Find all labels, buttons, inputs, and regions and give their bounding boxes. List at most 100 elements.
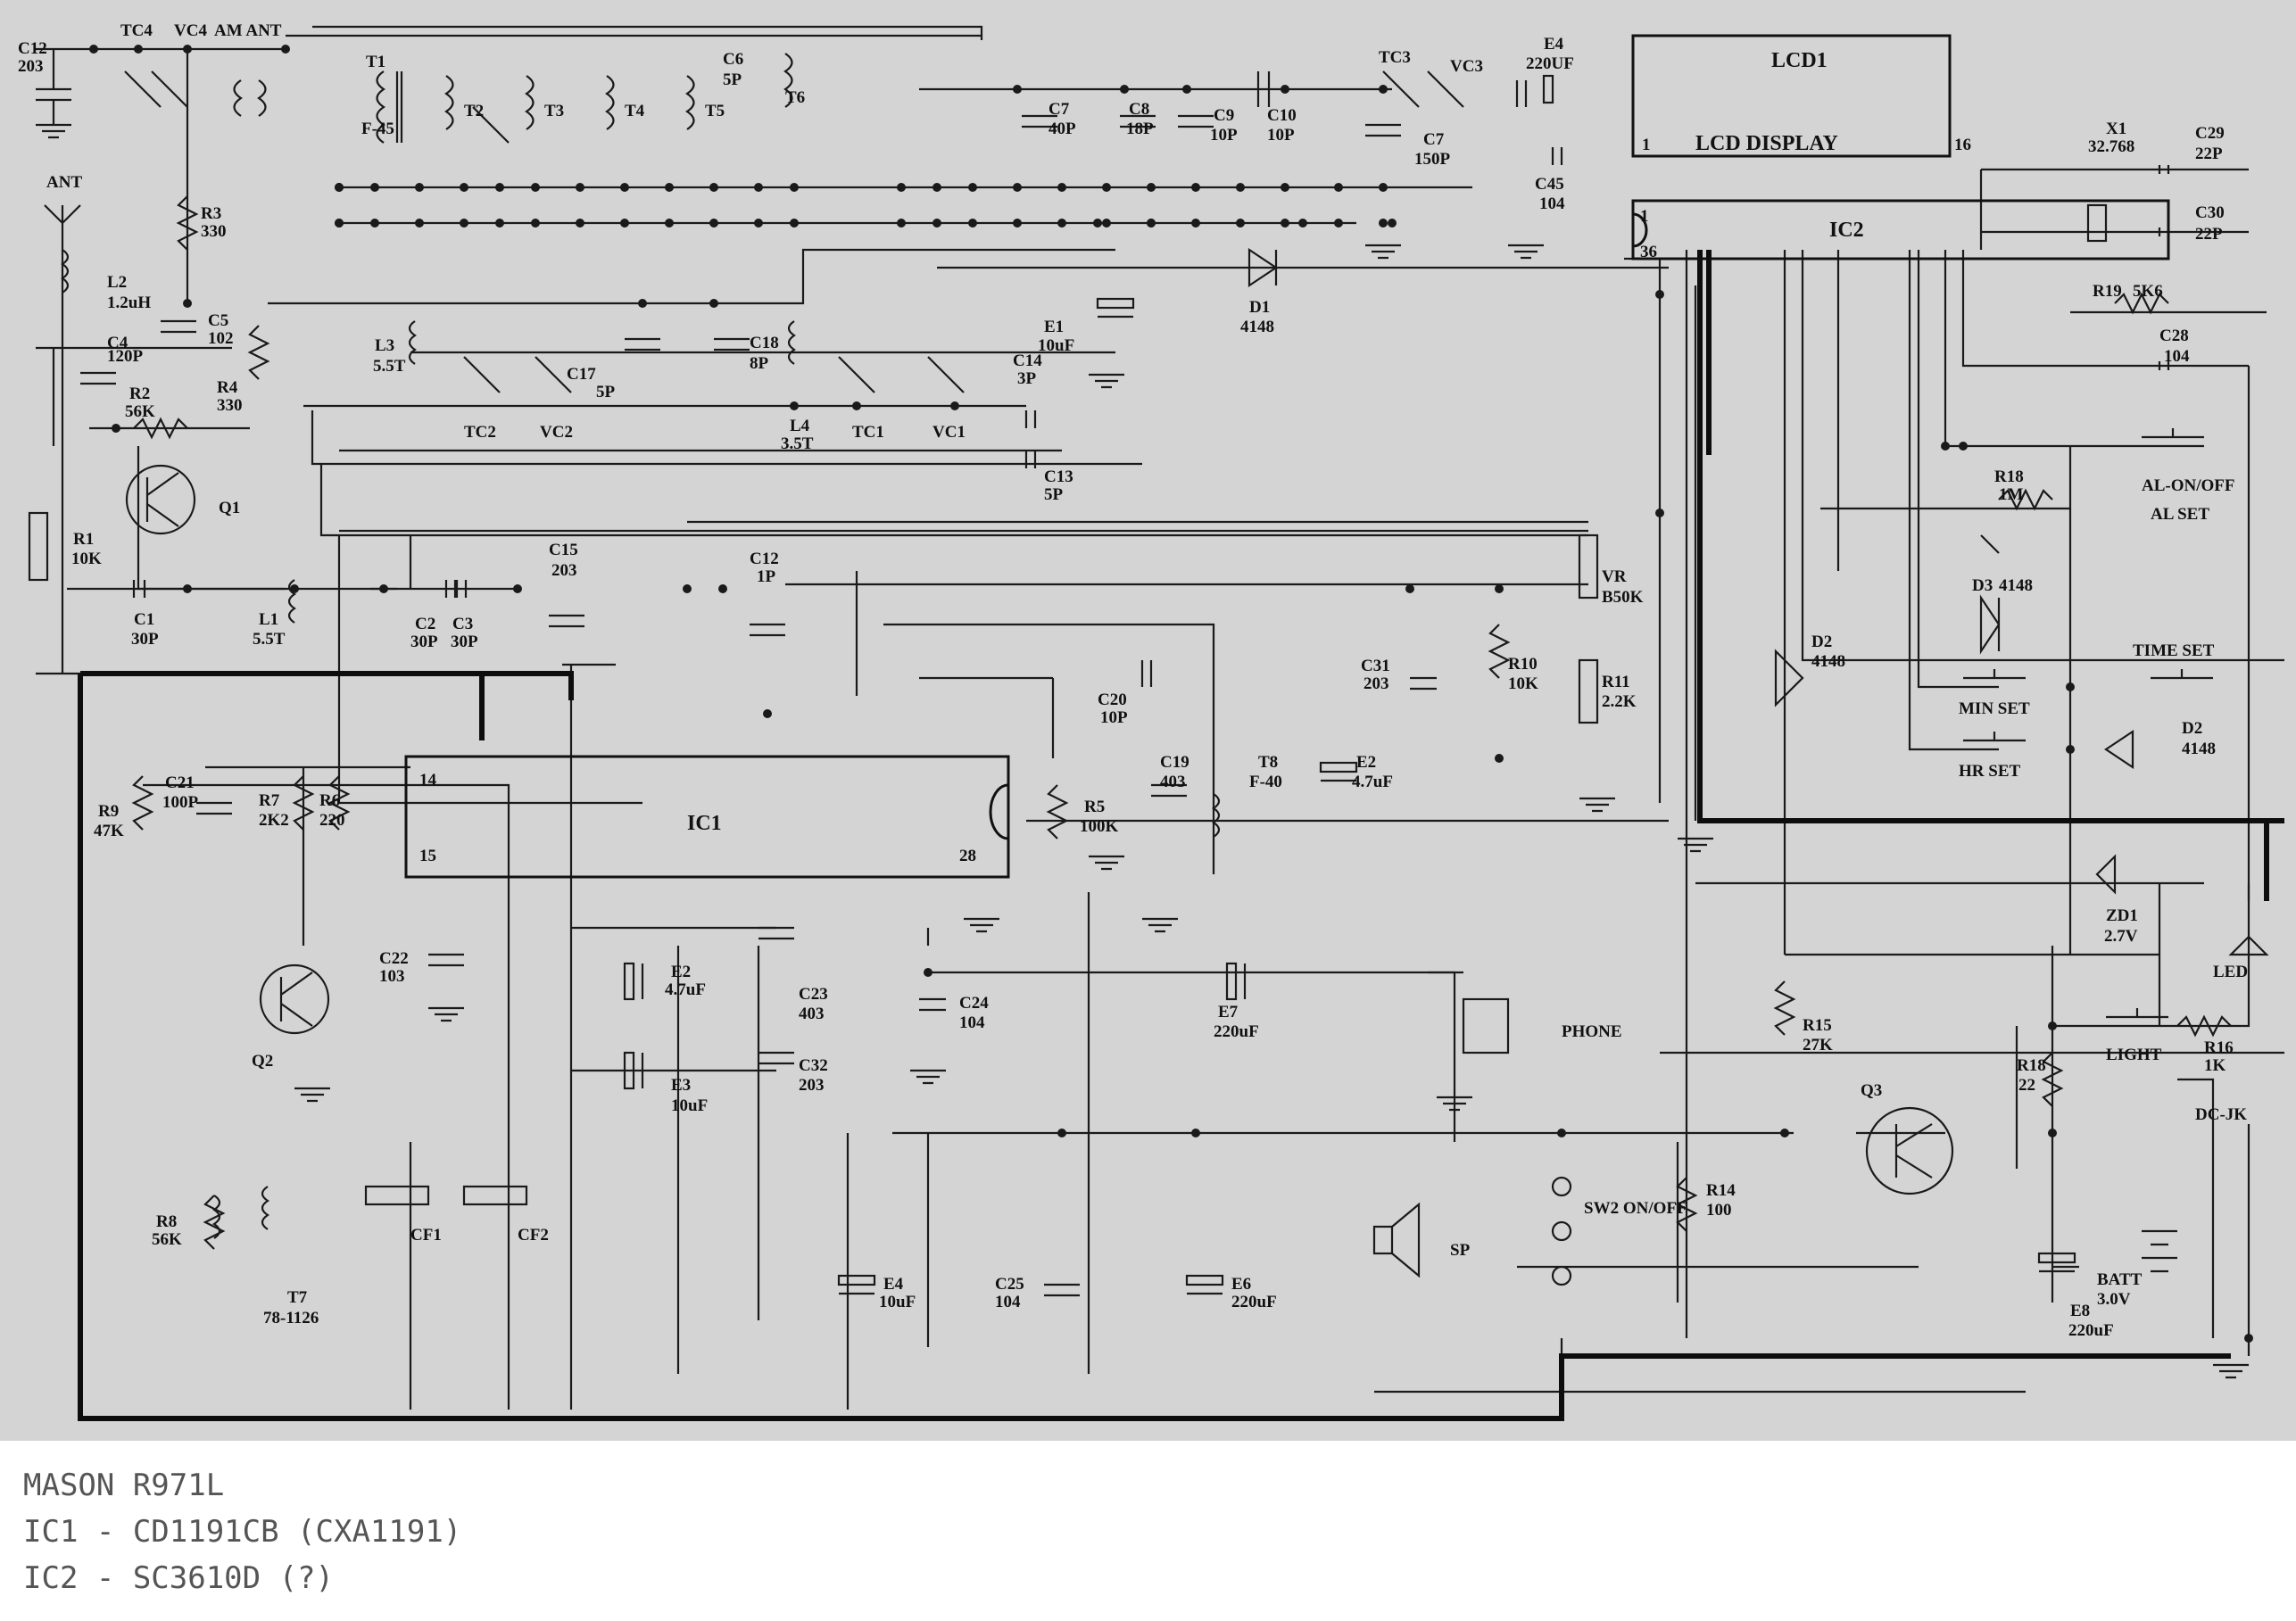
value-c7b: 150P (1414, 150, 1451, 169)
label-x1: X1 (2106, 120, 2126, 138)
label-c22: C22 (379, 949, 409, 968)
value-c30: 22P (2195, 225, 2223, 244)
label-phone: PHONE (1562, 1022, 1622, 1041)
value-vr: B50K (1602, 588, 1644, 607)
value-r3: 330 (201, 222, 227, 241)
label-ant: ANT (46, 173, 82, 192)
label-c18: C18 (750, 334, 779, 352)
ic2-pin36: 36 (1640, 243, 1657, 261)
value-e2a: 4.7uF (665, 980, 706, 999)
value-d2a: 4148 (1811, 652, 1845, 671)
label-r18b: R18 (2017, 1056, 2046, 1075)
label-c45: C45 (1535, 175, 1564, 194)
label-t1: T1 (366, 53, 385, 71)
value-r11: 2.2K (1602, 692, 1637, 711)
label-c5: C5 (208, 311, 228, 330)
value-d2b: 4148 (2182, 740, 2216, 758)
value-c13: 5P (1044, 485, 1064, 504)
value-c31: 203 (1364, 674, 1389, 693)
value-r19: 5K6 (2133, 282, 2163, 301)
label-c8: C8 (1129, 100, 1149, 119)
value-c32: 203 (799, 1076, 825, 1095)
label-c15: C15 (549, 541, 578, 559)
value-e4a: 220UF (1526, 54, 1574, 73)
value-c6: 5P (723, 70, 742, 89)
label-r5: R5 (1084, 798, 1105, 816)
component-labels: IC1 14 15 28 LCD1 LCD DISPLAY 1 16 IC2 1… (18, 21, 2248, 1340)
label-am-ant: AM ANT (214, 21, 282, 40)
label-al-onoff: AL-ON/OFF (2142, 476, 2235, 495)
label-e4a: E4 (1544, 35, 1564, 54)
label-c1: C1 (134, 610, 154, 629)
value-c12a: 203 (18, 57, 44, 76)
label-vc4: VC4 (174, 21, 207, 40)
wires (36, 25, 2284, 1410)
label-c30: C30 (2195, 203, 2225, 222)
label-c12b: C12 (750, 550, 779, 568)
value-e3: 10uF (671, 1096, 708, 1115)
lcd-display-text: LCD DISPLAY (1695, 132, 1838, 155)
label-r11: R11 (1602, 673, 1630, 691)
value-r15: 27K (1803, 1036, 1833, 1054)
label-t5: T5 (705, 102, 725, 120)
value-c23: 403 (799, 1005, 825, 1023)
lcd-title: LCD1 (1771, 49, 1828, 72)
label-r19: R19 (2093, 282, 2122, 301)
label-e6: E6 (1231, 1275, 1251, 1294)
label-e1: E1 (1044, 318, 1064, 336)
label-tc2: TC2 (464, 423, 496, 442)
value-r10: 10K (1508, 674, 1538, 693)
label-e2a: E2 (671, 963, 691, 981)
label-q2: Q2 (252, 1052, 273, 1071)
label-c24: C24 (959, 994, 989, 1013)
value-r2: 56K (125, 402, 155, 421)
value-t8: F-40 (1249, 773, 1282, 791)
ic2-label: IC2 (1829, 219, 1864, 242)
label-r14: R14 (1706, 1181, 1736, 1200)
caption-ic2: IC2 - SC3610D (?) (23, 1560, 334, 1596)
label-l1: L1 (259, 610, 278, 629)
label-r7: R7 (259, 791, 280, 810)
label-light: LIGHT (2106, 1046, 2162, 1064)
ground-bus (78, 250, 2284, 1421)
label-t4: T4 (625, 102, 645, 120)
ic2-pin1: 1 (1640, 207, 1649, 226)
value-zd1: 2.7V (2104, 927, 2138, 946)
label-hr-set: HR SET (1959, 762, 2020, 781)
label-dcjk: DC-JK (2195, 1105, 2247, 1124)
label-c12a: C12 (18, 39, 47, 58)
ic1-label: IC1 (687, 812, 722, 835)
value-t7: 78-1126 (263, 1309, 319, 1327)
label-e7: E7 (1218, 1003, 1239, 1021)
value-c4: 120P (107, 347, 144, 366)
value-c18: 8P (750, 354, 769, 373)
label-d2b: D2 (2182, 719, 2202, 738)
label-vc1: VC1 (932, 423, 966, 442)
value-c7a: 40P (1049, 120, 1076, 138)
caption-model: MASON R971L (23, 1468, 225, 1503)
value-c20: 10P (1100, 708, 1128, 727)
label-t8: T8 (1258, 753, 1278, 772)
label-l2: L2 (107, 273, 127, 292)
value-r14: 100 (1706, 1201, 1732, 1220)
label-t2: T2 (464, 102, 484, 120)
label-c21: C21 (165, 773, 195, 792)
value-x1: 32.768 (2088, 137, 2134, 156)
value-e2b: 4.7uF (1352, 773, 1393, 791)
lcd-pin16: 16 (1954, 136, 1971, 154)
label-c3: C3 (452, 615, 473, 633)
value-e1: 10uF (1038, 336, 1074, 355)
label-c20: C20 (1098, 691, 1127, 709)
value-c28: 104 (2164, 347, 2190, 366)
label-e2b: E2 (1356, 753, 1376, 772)
ic1-chip (404, 755, 1010, 879)
label-c10: C10 (1267, 106, 1297, 125)
label-c29: C29 (2195, 124, 2225, 143)
label-c25: C25 (995, 1275, 1024, 1294)
label-q3: Q3 (1861, 1081, 1882, 1100)
label-t6: T6 (785, 88, 805, 107)
label-c32: C32 (799, 1056, 828, 1075)
value-l2: 1.2uH (107, 294, 151, 312)
label-r1: R1 (73, 530, 94, 549)
label-c4: C4 (107, 334, 128, 352)
